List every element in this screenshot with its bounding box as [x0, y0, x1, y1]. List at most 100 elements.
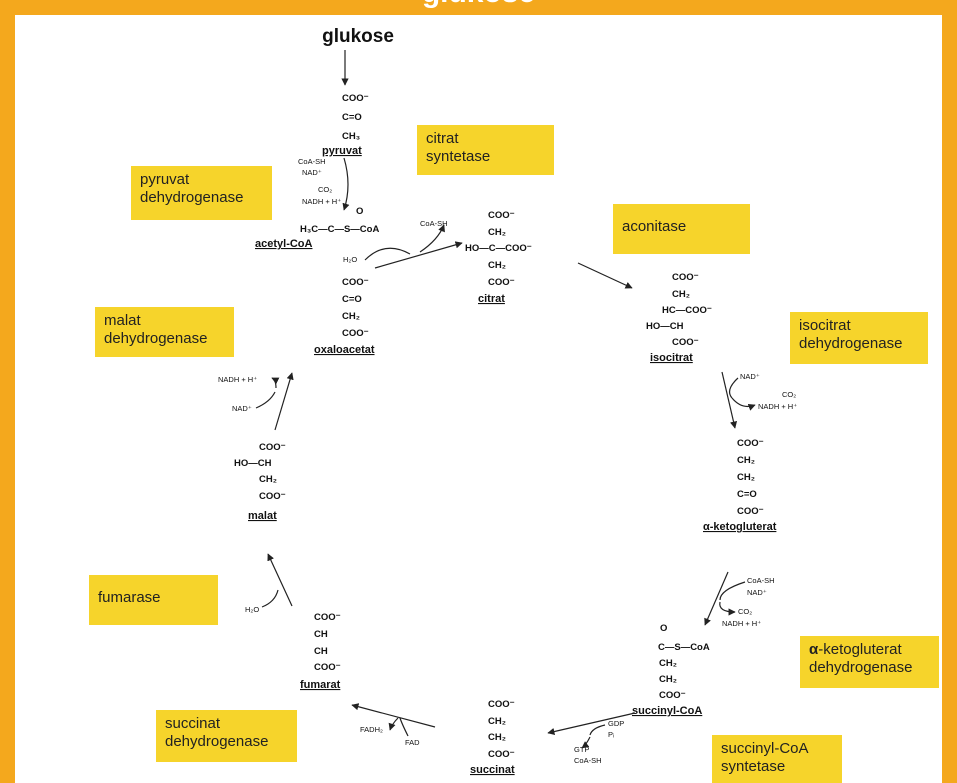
- svg-text:COO⁻: COO⁻: [488, 277, 515, 288]
- svg-text:COO⁻: COO⁻: [342, 93, 369, 104]
- svg-text:HO—CH: HO—CH: [234, 458, 272, 469]
- svg-text:CoA-SH: CoA-SH: [420, 219, 448, 228]
- enzyme-aconitase: aconitase: [613, 204, 750, 254]
- svg-text:CH₂: CH₂: [488, 716, 506, 727]
- svg-text:CH₂: CH₂: [259, 474, 277, 485]
- svg-text:COO⁻: COO⁻: [488, 210, 515, 221]
- svg-text:COO⁻: COO⁻: [314, 612, 341, 623]
- acetyl-coa-molecule: O H₃C—C—S—CoA acetyl-CoA: [255, 206, 379, 250]
- svg-text:HO—CH: HO—CH: [646, 321, 684, 332]
- svg-text:Pᵢ: Pᵢ: [608, 730, 614, 739]
- ketogluterat-molecule: COO⁻ CH₂ CH₂ C=O COO⁻ α-ketogluterat: [703, 438, 777, 533]
- svg-text:C=O: C=O: [342, 112, 362, 123]
- ketogluterat-label: α-ketogluterat: [703, 521, 777, 533]
- svg-text:HO—C—COO⁻: HO—C—COO⁻: [465, 243, 532, 254]
- svg-text:CH₂: CH₂: [488, 227, 506, 238]
- svg-text:H₃C—C—S—CoA: H₃C—C—S—CoA: [300, 224, 379, 235]
- pdh-cofactors: CoA-SH NAD⁺ CO₂ NADH + H⁺: [298, 157, 350, 211]
- svg-text:NAD⁺: NAD⁺: [740, 372, 760, 381]
- svg-text:CoA-SH: CoA-SH: [298, 157, 326, 166]
- svg-text:HC—COO⁻: HC—COO⁻: [662, 305, 712, 316]
- svg-text:CH₂: CH₂: [488, 260, 506, 271]
- svg-text:NADH + H⁺: NADH + H⁺: [722, 619, 761, 628]
- sdh-cofactors: FADH₂ FAD: [351, 703, 436, 747]
- succinyl-coa-label: succinyl-CoA: [632, 705, 702, 717]
- succinyl-coa-molecule: O C—S—CoA CH₂ CH₂ COO⁻ succinyl-CoA: [632, 623, 710, 717]
- svg-text:COO⁻: COO⁻: [659, 690, 686, 701]
- enzyme-ketogluterat-dehydrogenase: α-ketogluterat dehydrogenase: [800, 636, 939, 688]
- citrat-molecule: COO⁻ CH₂ HO—C—COO⁻ CH₂ COO⁻ citrat: [465, 210, 532, 305]
- svg-text:CH: CH: [314, 629, 328, 640]
- svg-text:GTP: GTP: [574, 745, 589, 754]
- svg-text:FADH₂: FADH₂: [360, 725, 383, 734]
- svg-text:CH₂: CH₂: [659, 674, 677, 685]
- banner-title: glukose: [0, 0, 957, 8]
- fum-cofactors: H₂O: [245, 553, 293, 614]
- svg-text:FAD: FAD: [405, 738, 420, 747]
- svg-text:COO⁻: COO⁻: [488, 749, 515, 760]
- isocitrat-molecule: COO⁻ CH₂ HC—COO⁻ HO—CH COO⁻ isocitrat: [646, 272, 712, 364]
- svg-text:NAD⁺: NAD⁺: [302, 168, 322, 177]
- svg-text:COO⁻: COO⁻: [672, 272, 699, 283]
- svg-text:COO⁻: COO⁻: [737, 438, 764, 449]
- aconitase-arrow: [577, 262, 633, 289]
- svg-text:NADH + H⁺: NADH + H⁺: [218, 375, 257, 384]
- svg-text:CH₂: CH₂: [342, 311, 360, 322]
- svg-text:CO₂: CO₂: [318, 185, 332, 194]
- svg-text:NADH + H⁺: NADH + H⁺: [302, 197, 341, 206]
- malat-molecule: COO⁻ HO—CH CH₂ COO⁻ malat: [234, 442, 286, 522]
- svg-text:COO⁻: COO⁻: [672, 337, 699, 348]
- svg-text:CH₂: CH₂: [737, 455, 755, 466]
- svg-text:NADH + H⁺: NADH + H⁺: [758, 402, 797, 411]
- svg-text:CoA-SH: CoA-SH: [574, 756, 602, 765]
- isocitrat-label: isocitrat: [650, 352, 693, 364]
- kgdh-cofactors: CoA-SH NAD⁺ CO₂ NADH + H⁺: [704, 571, 775, 628]
- svg-text:H₂O: H₂O: [245, 605, 259, 614]
- svg-text:COO⁻: COO⁻: [488, 699, 515, 710]
- svg-text:NAD⁺: NAD⁺: [747, 588, 767, 597]
- pyruvat-label: pyruvat: [322, 145, 362, 157]
- svg-text:COO⁻: COO⁻: [342, 328, 369, 339]
- malat-label: malat: [248, 510, 277, 522]
- svg-text:C=O: C=O: [737, 489, 757, 500]
- succinat-label: succinat: [470, 764, 515, 776]
- mdh-cofactors: NADH + H⁺ NAD⁺: [218, 372, 294, 431]
- svg-text:CH₂: CH₂: [488, 732, 506, 743]
- svg-text:CO₂: CO₂: [782, 390, 796, 399]
- idh-cofactors: NAD⁺ CO₂ NADH + H⁺: [721, 371, 797, 429]
- cs-cofactors: H₂O CoA-SH: [343, 219, 463, 269]
- svg-text:GDP: GDP: [608, 719, 624, 728]
- scs-cofactors: GDP Pᵢ GTP CoA-SH: [547, 712, 636, 765]
- svg-text:CO₂: CO₂: [738, 607, 752, 616]
- svg-text:C=O: C=O: [342, 294, 362, 305]
- svg-text:CH₃: CH₃: [342, 131, 360, 142]
- svg-text:COO⁻: COO⁻: [737, 506, 764, 517]
- pyruvat-molecule: COO⁻ C=O CH₃ pyruvat: [322, 93, 369, 157]
- glukose-label: glukose: [322, 26, 394, 47]
- svg-text:H₂O: H₂O: [343, 255, 357, 264]
- oxaloacetat-molecule: COO⁻ C=O CH₂ COO⁻ oxaloacetat: [314, 277, 375, 356]
- svg-text:CH: CH: [314, 646, 328, 657]
- oxaloacetat-label: oxaloacetat: [314, 344, 375, 356]
- acetyl-coa-label: acetyl-CoA: [255, 238, 313, 250]
- svg-text:COO⁻: COO⁻: [259, 442, 286, 453]
- succinat-molecule: COO⁻ CH₂ CH₂ COO⁻ succinat: [470, 699, 515, 776]
- fumarat-label: fumarat: [300, 679, 341, 691]
- svg-text:COO⁻: COO⁻: [342, 277, 369, 288]
- enzyme-fumarase: fumarase: [89, 575, 218, 625]
- svg-text:NAD⁺: NAD⁺: [232, 404, 252, 413]
- svg-text:O: O: [660, 623, 667, 634]
- svg-text:O: O: [356, 206, 363, 217]
- svg-text:CH₂: CH₂: [659, 658, 677, 669]
- svg-text:CH₂: CH₂: [672, 289, 690, 300]
- svg-text:COO⁻: COO⁻: [259, 491, 286, 502]
- svg-text:CH₂: CH₂: [737, 472, 755, 483]
